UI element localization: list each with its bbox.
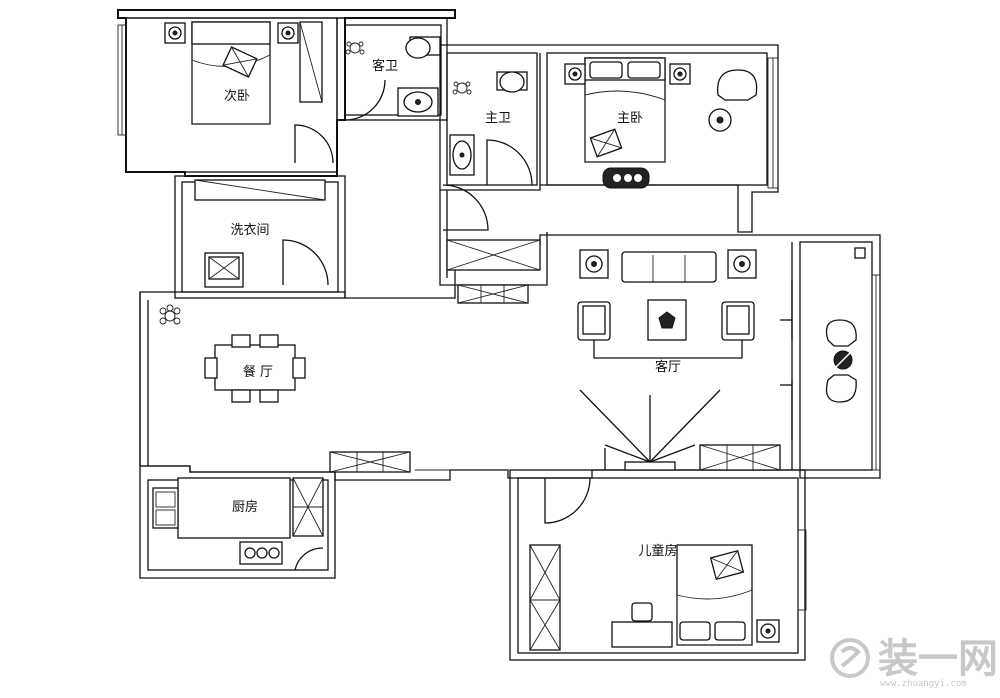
secondary-bedroom-furniture [164,21,323,125]
room-label-guest-bath: 客卫 [372,58,398,74]
kitchen-fixtures [152,477,324,565]
room-label-master-bedroom: 主卧 [617,111,643,126]
watermark-logo-icon [830,638,870,678]
balcony-furniture [825,247,866,403]
watermark-brand: 装一网 [878,636,998,682]
watermark: 装一网 www.zhuangyi.com [830,636,998,689]
master-bath-fixtures [449,71,528,176]
room-label-laundry: 洗衣间 [230,222,269,238]
watermark-url: www.zhuangyi.com [880,679,967,689]
doors [282,79,793,571]
living-room-furniture [577,249,781,471]
laundry-fixtures [194,179,326,288]
guest-bath-fixtures [345,36,441,117]
room-label-living: 客厅 [655,359,681,375]
room-label-master-bath: 主卫 [485,111,511,126]
room-label-kitchen: 厨房 [232,499,258,515]
master-bedroom-furniture [564,57,758,189]
kids-room-furniture [529,544,780,651]
room-label-kids-room: 儿童房 [638,543,677,559]
corridor-cabinets [446,239,541,304]
room-label-dining: 餐 厅 [243,364,273,380]
room-label-secondary-bedroom: 次卧 [224,88,250,104]
dining-furniture [159,304,306,403]
